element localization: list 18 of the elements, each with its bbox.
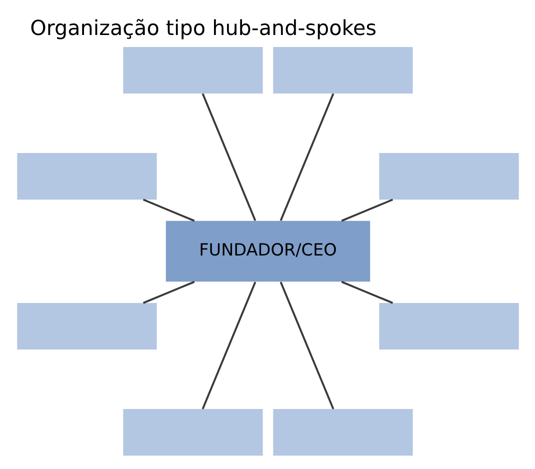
node-box [122, 409, 262, 456]
connector [279, 282, 334, 410]
node-box [122, 47, 262, 94]
connector [201, 93, 256, 221]
diagram-title: Organização tipo hub-and-spokes [30, 16, 376, 40]
connector [340, 198, 393, 222]
node-box [272, 409, 412, 456]
connector [142, 280, 194, 304]
connector [340, 280, 393, 304]
connector [142, 198, 194, 222]
connector [201, 282, 256, 410]
connector [279, 93, 334, 221]
node-box: FUNDADOR/CEO [165, 220, 370, 282]
node-box [272, 47, 412, 94]
node-box [16, 303, 156, 350]
node-box [378, 303, 518, 350]
node-box [378, 153, 518, 200]
node-box [16, 153, 156, 200]
